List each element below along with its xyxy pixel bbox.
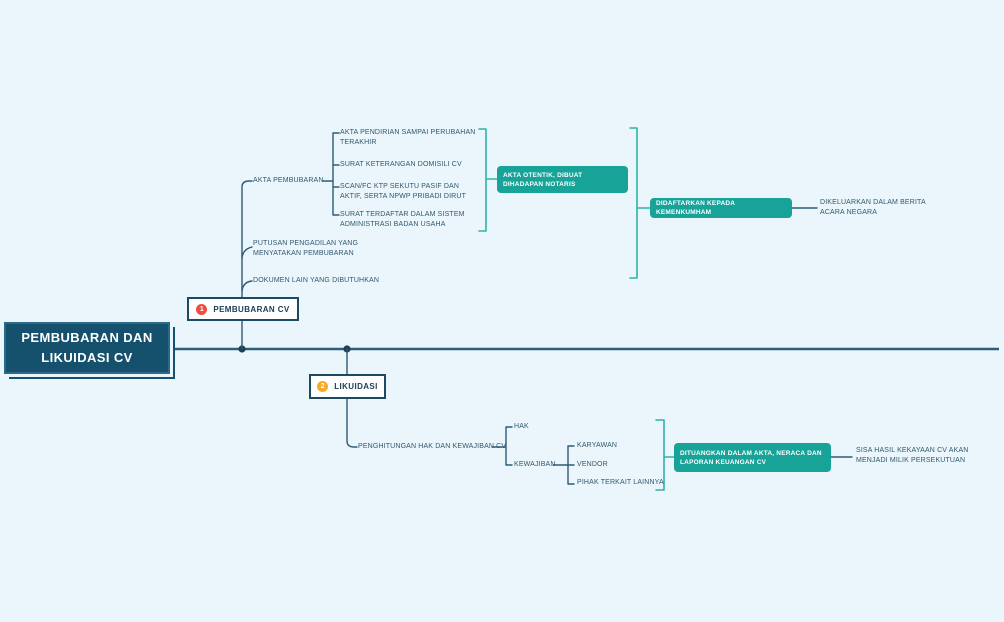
pill-akta-otentik[interactable]: AKTA OTENTIK, DIBUAT DIHADAPAN NOTARIS <box>497 166 628 193</box>
kewajiban-children-bracket <box>552 445 575 485</box>
label-scan-ktp[interactable]: SCAN/FC KTP SEKUTU PASIF DAN AKTIF, SERT… <box>340 183 467 200</box>
pembubaran-trunk-line <box>241 180 253 350</box>
teal-bracket-notaris <box>478 128 498 232</box>
label-karyawan[interactable]: KARYAWAN <box>577 442 618 449</box>
pill-dituangkan-akta[interactable]: DITUANGKAN DALAM AKTA, NERACA DAN LAPORA… <box>674 443 831 472</box>
putusan-stub-line <box>241 246 253 259</box>
label-penghitungan[interactable]: PENGHITUNGAN HAK DAN KEWAJIBAN CV <box>358 443 507 450</box>
teal-bracket-laporan <box>655 419 675 491</box>
label-kewajiban[interactable]: KEWAJIBAN <box>514 461 556 468</box>
label-hak[interactable]: HAK <box>514 423 529 430</box>
node-pembubaran-label: PEMBUBARAN CV <box>213 304 290 314</box>
node-likuidasi-label: LIKUIDASI <box>334 382 378 391</box>
akta-children-bracket <box>322 132 340 216</box>
label-dokumen-lain[interactable]: DOKUMEN LAIN YANG DIBUTUHKAN <box>253 277 380 284</box>
teal-bracket-kemenkumham <box>629 127 651 279</box>
node-pembubaran-cv[interactable]: 1 PEMBUBARAN CV <box>187 297 299 321</box>
label-berita-acara[interactable]: DIKELUARKAN DALAM BERITA ACARA NEGARA <box>820 199 926 216</box>
label-sisa-kekayaan[interactable]: SISA HASIL KEKAYAAN CV AKAN MENJADI MILI… <box>856 447 969 464</box>
label-akta-pembubaran[interactable]: AKTA PEMBUBARAN <box>253 177 324 184</box>
pill-kemenkumham[interactable]: DIDAFTARKAN KEPADA KEMENKUMHAM <box>650 198 792 218</box>
number-badge-2-icon: 2 <box>317 381 329 392</box>
pill-kemenkumham-label: DIDAFTARKAN KEPADA KEMENKUMHAM <box>656 200 735 216</box>
number-badge-1-icon: 1 <box>196 303 208 315</box>
likuidasi-trunk-line <box>346 348 358 448</box>
label-akta-pendirian[interactable]: AKTA PENDIRIAN SAMPAI PERUBAHAN TERAKHIR <box>340 129 476 146</box>
root-node[interactable]: PEMBUBARAN DAN LIKUIDASI CV <box>4 322 170 374</box>
label-pihak-terkait[interactable]: PIHAK TERKAIT LAINNYA <box>577 479 664 486</box>
label-vendor[interactable]: VENDOR <box>577 461 608 468</box>
root-node-title: PEMBUBARAN DAN LIKUIDASI CV <box>21 330 153 365</box>
label-putusan-pengadilan[interactable]: PUTUSAN PENGADILAN YANG MENYATAKAN PEMBU… <box>253 240 359 257</box>
node-likuidasi[interactable]: 2 LIKUIDASI <box>309 374 386 399</box>
dokumen-stub-line <box>241 280 253 292</box>
label-surat-terdaftar[interactable]: SURAT TERDAFTAR DALAM SISTEM ADMINISTRAS… <box>340 211 465 228</box>
pill-dituangkan-akta-label: DITUANGKAN DALAM AKTA, NERACA DAN LAPORA… <box>680 449 822 466</box>
hak-kewajiban-bracket <box>491 426 513 466</box>
label-surat-domisili[interactable]: SURAT KETERANGAN DOMISILI CV <box>340 161 462 168</box>
pill-akta-otentik-label: AKTA OTENTIK, DIBUAT DIHADAPAN NOTARIS <box>503 171 583 188</box>
